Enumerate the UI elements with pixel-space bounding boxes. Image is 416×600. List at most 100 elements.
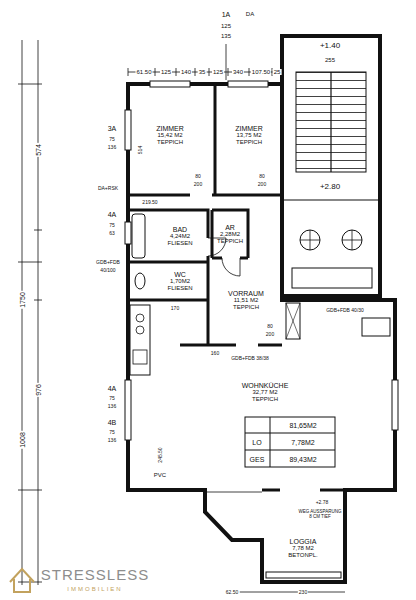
room-name: BAD xyxy=(167,226,192,234)
dimension-label: 4A xyxy=(107,211,118,218)
room-info: 1,70M2 xyxy=(167,278,192,285)
dimension-label: 80 xyxy=(258,174,266,179)
dimension-label: 1A xyxy=(221,11,232,18)
dimension-ticks xyxy=(128,68,282,76)
dimension-label: 75 xyxy=(108,137,116,142)
dimension-label: 1008 xyxy=(19,431,26,449)
dimension-label: DA xyxy=(245,11,255,17)
shaft-cross xyxy=(286,303,300,339)
dimension-label: 340 xyxy=(232,69,244,75)
room-label: LOGGIA7,78 M2BETONPL. xyxy=(286,537,320,560)
room-info: BETONPL. xyxy=(288,552,318,559)
dimension-line xyxy=(230,592,345,593)
dimension-label: 170 xyxy=(170,306,180,311)
dimension-label: 4B xyxy=(107,419,118,426)
dimension-label: 40/100 xyxy=(99,268,116,273)
room-info: 7,78 M2 xyxy=(288,545,318,552)
dimension-label: 230 xyxy=(298,590,308,595)
dimension-label: 219.50 xyxy=(141,200,158,205)
window xyxy=(125,222,131,244)
dimension-label: 7,78M2 xyxy=(290,439,315,446)
area-table xyxy=(245,417,335,467)
dimension-label: 200 xyxy=(265,332,275,337)
table-frame xyxy=(245,417,335,467)
room-info: 15,42 M2 xyxy=(156,132,184,139)
dimension-line xyxy=(38,40,39,585)
dimension-label: 136 xyxy=(107,404,117,409)
dimension-label: 160 xyxy=(210,351,220,356)
dimension-label: 62.50 xyxy=(225,590,240,595)
window xyxy=(125,380,131,440)
room-info: FLIESEN xyxy=(167,240,192,247)
room-label: ZIMMER15,42 M2TEPPICH xyxy=(154,124,186,147)
dimension-label: 63 xyxy=(108,231,116,236)
dimension-label: 136 xyxy=(107,145,117,150)
dimension-label: 80 xyxy=(266,324,274,329)
room-name: ZIMMER xyxy=(156,125,184,133)
dimension-line xyxy=(22,40,23,585)
watermark: STRESSLESS xyxy=(40,567,150,582)
dimension-label: 125 xyxy=(160,69,172,75)
window xyxy=(125,110,131,150)
room-info: TEPPICH xyxy=(156,139,184,146)
dimension-label: 200 xyxy=(257,182,267,187)
dimension-label: LO xyxy=(251,439,262,446)
kitchen-counter xyxy=(130,305,150,375)
dimension-label: +2.78 xyxy=(315,500,330,505)
stove-plate xyxy=(136,326,144,334)
sink xyxy=(133,350,147,364)
room-name: AR xyxy=(217,224,243,232)
room-label: VORRAUM11,51 M2TEPPICH xyxy=(226,289,266,312)
dimension-label: 75 xyxy=(108,396,116,401)
shaft-symbol xyxy=(300,230,320,250)
dimension-label: WEG AUSSPARUNG 8 CM TIEF xyxy=(297,510,343,520)
room-name: WC xyxy=(167,271,192,279)
dimension-label: 574 xyxy=(35,143,42,157)
dimension-label: 107.50 xyxy=(251,69,271,75)
room-label: WC1,70M2FLIESEN xyxy=(165,270,194,293)
dimension-label: 976 xyxy=(35,383,42,397)
stove-plate xyxy=(136,314,144,322)
room-info: TEPPICH xyxy=(228,304,264,311)
room-label: WOHNKÜCHE32,77 M2TEPPICH xyxy=(240,381,291,404)
room-info: TEPPICH xyxy=(242,396,289,403)
dimension-label: 25 xyxy=(273,69,282,75)
dimension-label: 136 xyxy=(107,438,117,443)
dimension-label: 89,43M2 xyxy=(288,456,317,463)
dimension-label: 80 xyxy=(194,174,202,179)
dimension-label: +2.80 xyxy=(319,183,341,191)
window xyxy=(228,81,268,87)
shaft xyxy=(362,318,390,336)
watermark: IMMOBILIEN xyxy=(66,586,123,592)
loggia-rail xyxy=(266,572,341,578)
dimension-label: PVC xyxy=(153,472,167,478)
room-info: 11,51 M2 xyxy=(228,297,264,304)
dimension-label: GDB+FDB xyxy=(95,260,121,265)
room-name: LOGGIA xyxy=(288,538,318,546)
landing-grid xyxy=(292,268,372,288)
dimension-label: 514 xyxy=(138,145,143,155)
dimension-label: GDB+FDB 38/38 xyxy=(230,356,270,361)
toilet xyxy=(135,273,145,289)
room-label: BAD4,24M2FLIESEN xyxy=(165,225,194,248)
room-name: VORRAUM xyxy=(228,290,264,298)
dimension-label: +1.40 xyxy=(319,42,341,50)
room-name: ZIMMER xyxy=(235,125,263,133)
dimension-label: GDB+FDB 40/30 xyxy=(325,308,365,313)
bay-window xyxy=(205,492,262,538)
dimension-label: 125 xyxy=(220,23,232,29)
dimension-label: DA+RSK xyxy=(97,186,119,191)
room-name: WOHNKÜCHE xyxy=(242,382,289,390)
room-info: 2,28M2 xyxy=(217,231,243,238)
dimension-label: 245.50 xyxy=(158,446,163,463)
shaft-symbol xyxy=(342,230,362,250)
stair-divider xyxy=(282,72,380,200)
shaft-symbol xyxy=(300,230,320,250)
logo-house xyxy=(10,569,34,592)
dimension-label: 81,65M2 xyxy=(288,422,317,429)
dimension-label: 61.50 xyxy=(135,69,152,75)
dimension-label: 135 xyxy=(220,33,232,39)
bathtub xyxy=(132,214,145,258)
